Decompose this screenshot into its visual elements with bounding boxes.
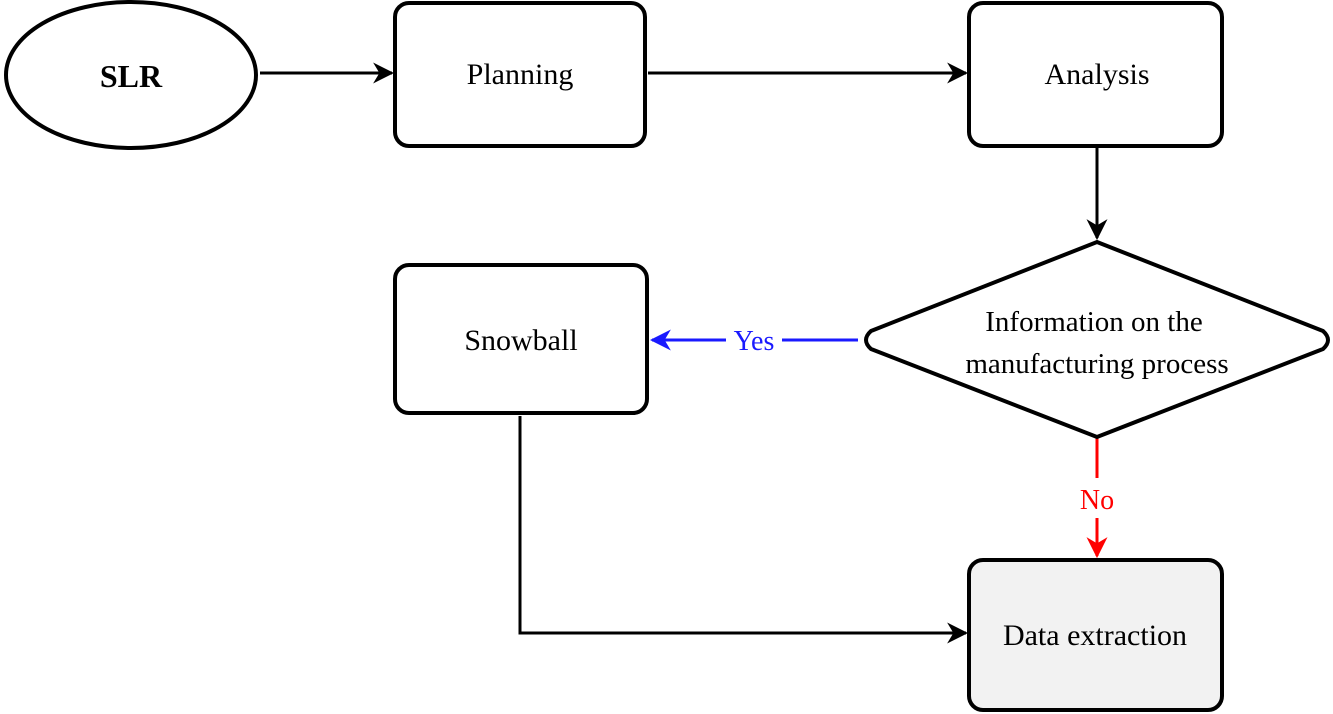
- node-decision: Information on the manufacturing process: [864, 239, 1330, 440]
- node-analysis: Analysis: [967, 1, 1224, 148]
- node-planning-label: Planning: [467, 58, 574, 91]
- edge-no-label: No: [1080, 485, 1114, 516]
- edge-snowball-to-extraction: [518, 416, 969, 644]
- node-snowball: Snowball: [393, 263, 649, 415]
- node-data-extraction-label: Data extraction: [1003, 619, 1187, 652]
- node-slr-label: SLR: [100, 58, 163, 94]
- node-data-extraction: Data extraction: [967, 558, 1224, 712]
- node-decision-line2: manufacturing process: [965, 348, 1228, 380]
- node-planning: Planning: [393, 1, 647, 148]
- node-snowball-label: Snowball: [464, 324, 577, 357]
- edge-yes-label: Yes: [734, 326, 775, 357]
- node-slr: SLR: [4, 0, 258, 150]
- node-analysis-label: Analysis: [1045, 58, 1150, 91]
- node-decision-line1: Information on the: [985, 306, 1202, 338]
